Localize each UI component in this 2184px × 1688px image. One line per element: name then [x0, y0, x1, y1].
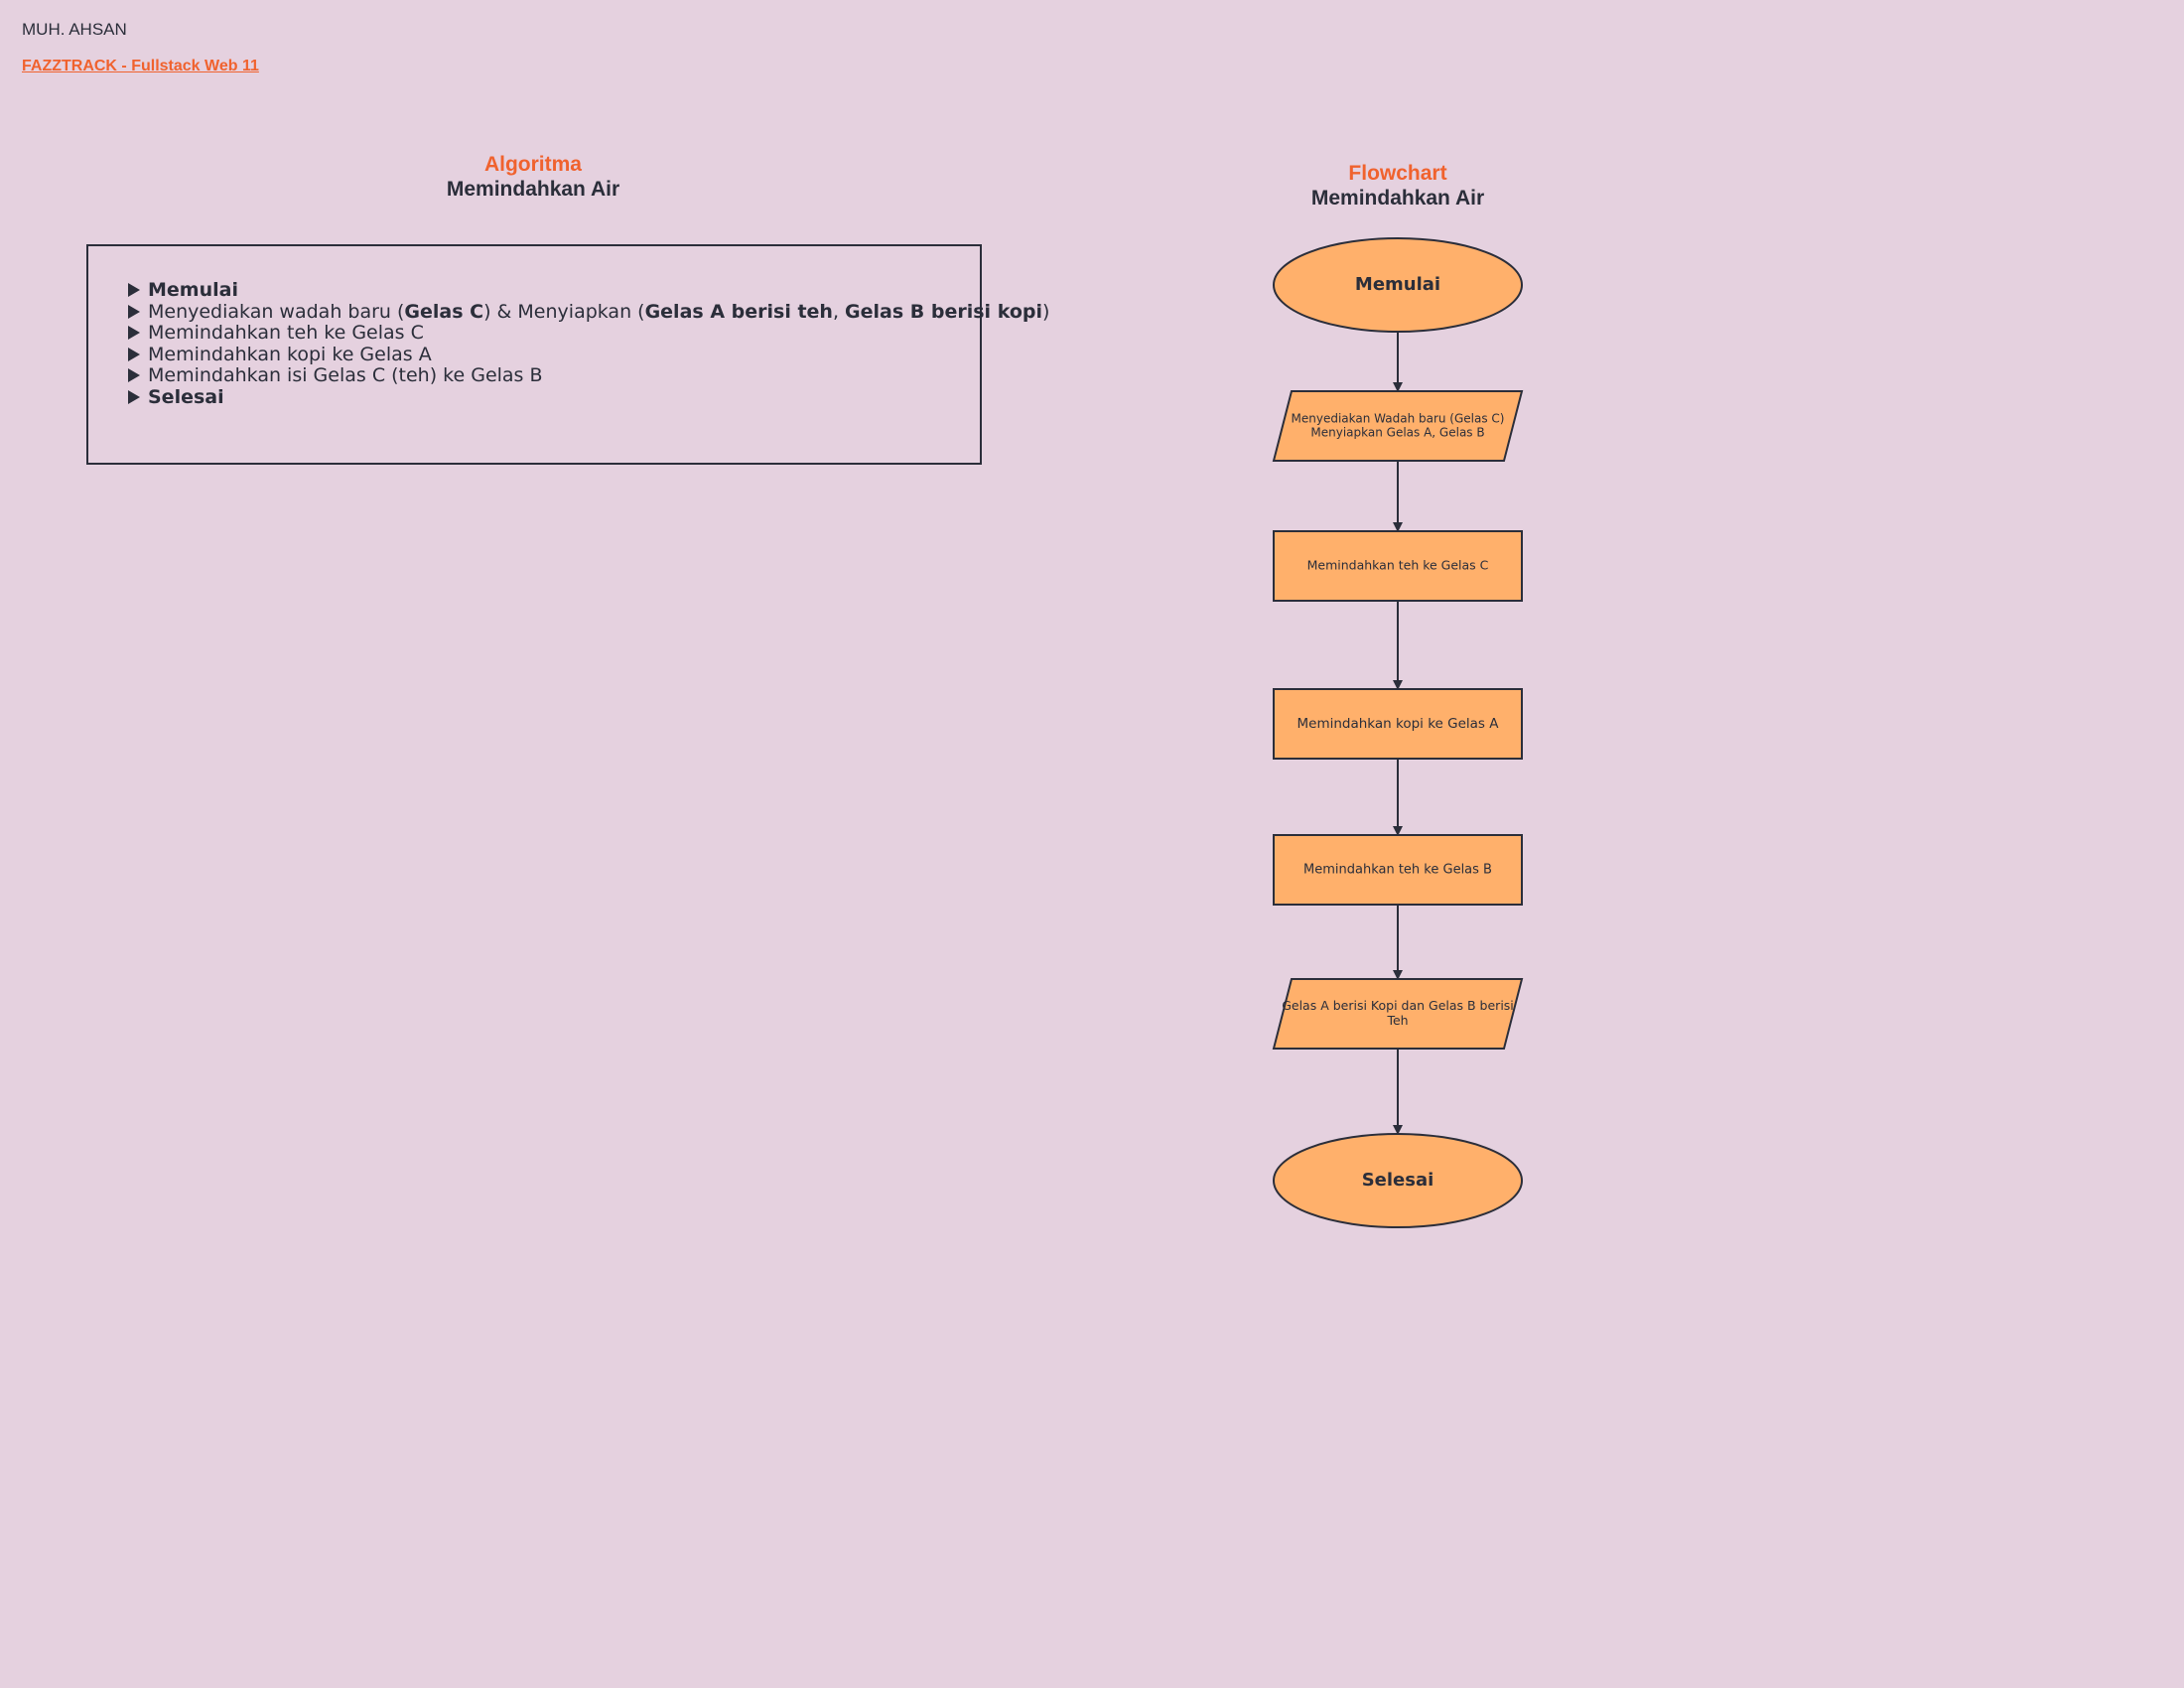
algorithm-step: Memindahkan teh ke Gelas C: [128, 322, 1049, 345]
algorithm-step-text: Memindahkan teh ke Gelas C: [148, 322, 424, 345]
flow-node-label: Memindahkan teh ke Gelas C: [1307, 558, 1489, 573]
algorithm-step: Selesai: [128, 385, 1049, 409]
algorithm-step-text: Memulai: [148, 279, 238, 301]
flow-node-end: Selesai: [1273, 1133, 1523, 1228]
flow-node-kopi-to-a: Memindahkan kopi ke Gelas A: [1273, 688, 1523, 760]
flow-node-label: Selesai: [1362, 1170, 1434, 1191]
flow-node-teh-to-c: Memindahkan teh ke Gelas C: [1273, 530, 1523, 602]
algorithm-step-text: Gelas C: [404, 300, 484, 323]
flow-node-result: Gelas A berisi Kopi dan Gelas B berisiTe…: [1272, 978, 1524, 1050]
algorithm-step-text: Memindahkan kopi ke Gelas A: [148, 343, 432, 365]
flow-node-label: Menyediakan Wadah baru (Gelas C): [1292, 411, 1505, 425]
algorithm-step-text: ) & Menyiapkan (: [483, 300, 645, 323]
algorithm-step-text: Gelas B berisi kopi: [845, 300, 1042, 323]
author-name: MUH. AHSAN: [22, 20, 127, 39]
flow-node-shape: [1273, 688, 1523, 760]
algorithm-step: Memulai: [128, 279, 1049, 302]
algorithm-step-text: ,: [832, 300, 846, 323]
algorithm-step-text: Memindahkan isi Gelas C (teh) ke Gelas B: [148, 364, 543, 387]
flow-node-shape: [1273, 834, 1523, 906]
play-bullet-icon: [128, 283, 140, 297]
algorithm-step-text: Selesai: [148, 385, 224, 408]
algorithm-step-text: Gelas A berisi teh: [644, 300, 833, 323]
algorithm-step: Menyediakan wadah baru (Gelas C) & Menyi…: [128, 300, 1050, 324]
flowchart-heading: Flowchart Memindahkan Air: [1150, 161, 1646, 211]
flowchart-subject: Memindahkan Air: [1310, 187, 1485, 210]
flow-node-prepare: Menyediakan Wadah baru (Gelas C)Menyiapk…: [1272, 390, 1524, 462]
course-link[interactable]: FAZZTRACK - Fullstack Web 11: [22, 58, 259, 74]
flow-node-start: Memulai: [1273, 237, 1523, 333]
flow-node-shape: [1272, 978, 1524, 1050]
algorithm-title: Algoritma: [483, 153, 582, 176]
flow-node-shape: [1273, 237, 1523, 333]
algorithm-step: Memindahkan isi Gelas C (teh) ke Gelas B: [128, 365, 1049, 387]
algorithm-heading: Algoritma Memindahkan Air: [285, 152, 781, 203]
algorithm-step-text: ): [1041, 300, 1050, 323]
flow-node-label: Memindahkan teh ke Gelas B: [1303, 863, 1492, 878]
flow-node-teh-to-b: Memindahkan teh ke Gelas B: [1273, 834, 1523, 906]
algorithm-step-text: Menyediakan wadah baru (: [148, 300, 405, 323]
flow-node-label: Teh: [1386, 1013, 1408, 1028]
flow-node-label: Gelas A berisi Kopi dan Gelas B berisi: [1282, 998, 1514, 1013]
flow-node-label: Memulai: [1355, 274, 1440, 295]
play-bullet-icon: [128, 389, 140, 404]
algorithm-step: Memindahkan kopi ke Gelas A: [128, 343, 1049, 366]
flowchart-title: Flowchart: [1348, 162, 1447, 185]
play-bullet-icon: [128, 326, 140, 341]
play-bullet-icon: [128, 368, 140, 383]
flow-node-label: Menyiapkan Gelas A, Gelas B: [1310, 426, 1484, 440]
flow-node-label: Memindahkan kopi ke Gelas A: [1297, 716, 1499, 732]
play-bullet-icon: [128, 347, 140, 361]
flow-node-shape: [1273, 530, 1523, 602]
play-bullet-icon: [128, 304, 140, 319]
flow-node-shape: [1273, 1133, 1523, 1228]
algorithm-subject: Memindahkan Air: [446, 178, 620, 201]
flow-node-shape: [1272, 390, 1524, 462]
